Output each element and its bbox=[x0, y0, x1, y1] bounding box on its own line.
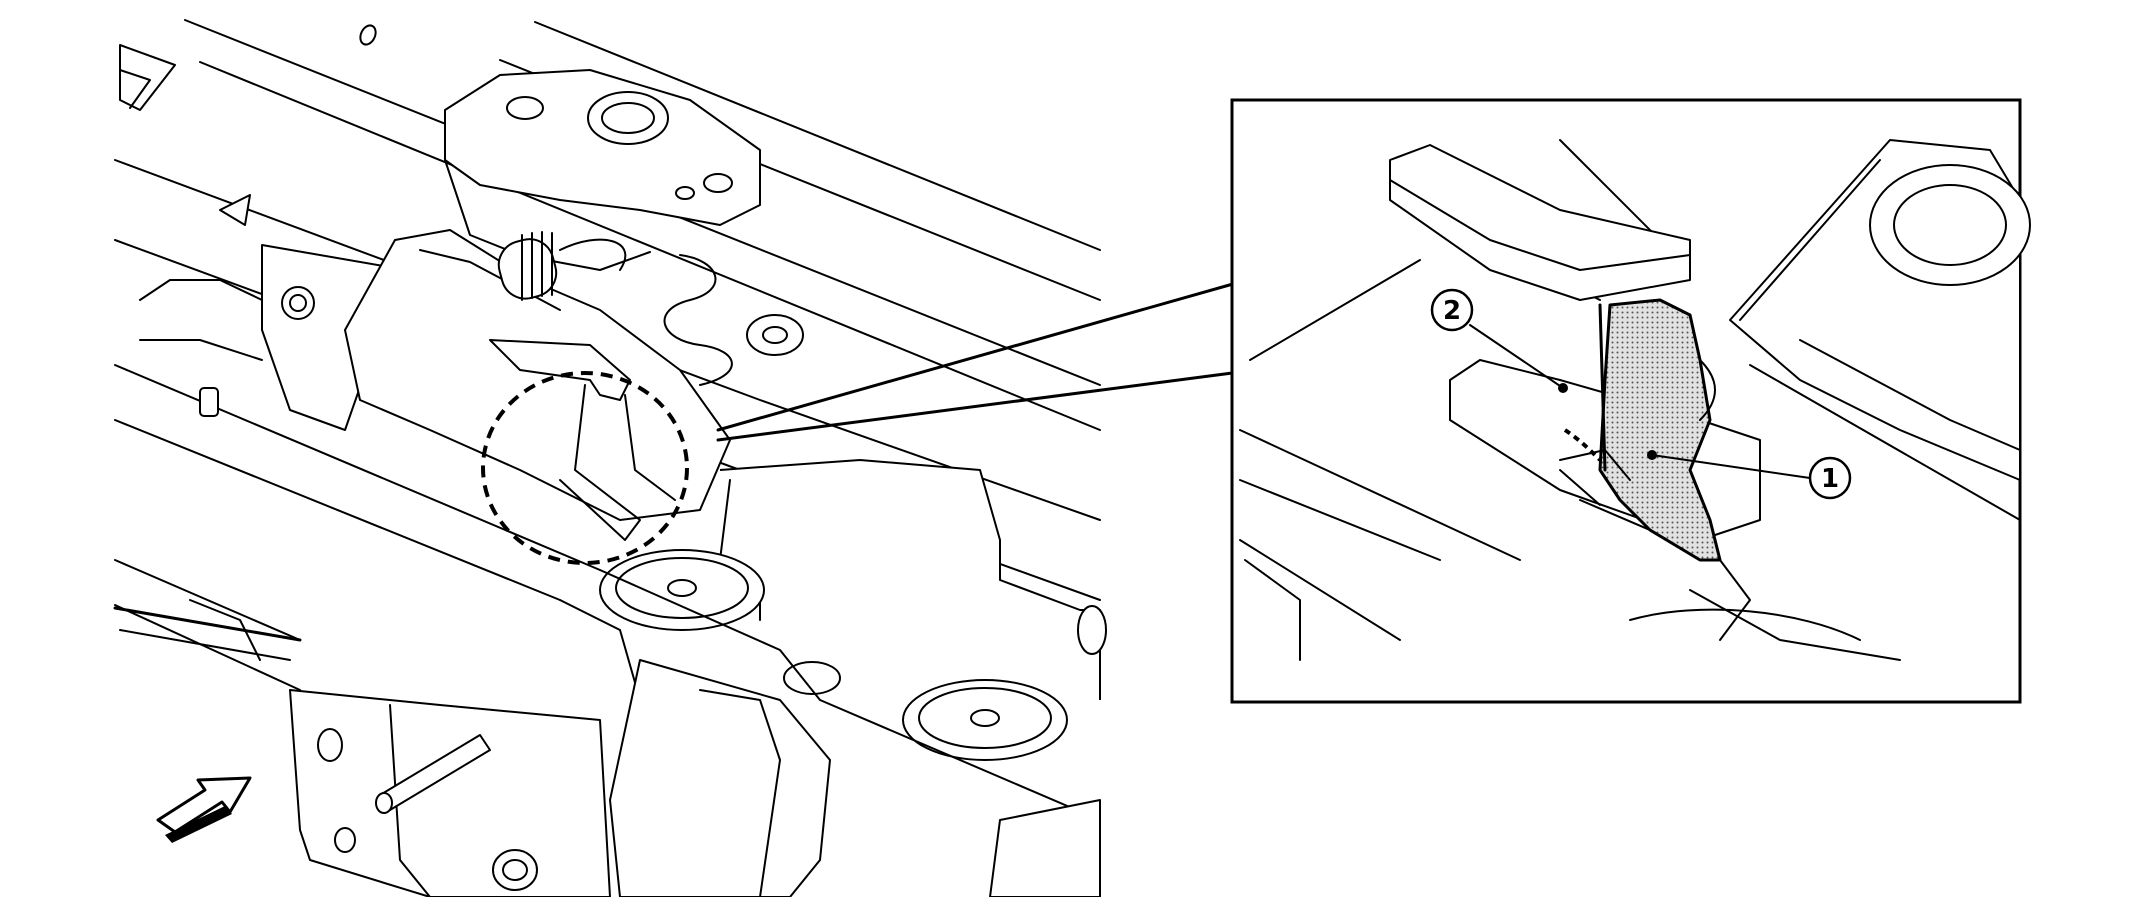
magnifier-circle-icon bbox=[481, 371, 689, 565]
front-direction-arrow-icon bbox=[156, 776, 252, 843]
callout-2-label: 2 bbox=[1443, 296, 1461, 326]
callout-1: 1 bbox=[1647, 450, 1852, 500]
latch-highlight-region bbox=[1598, 298, 1722, 562]
detail-leader-bottom bbox=[716, 370, 1242, 442]
detail-leader-top bbox=[716, 280, 1242, 432]
main-assembly-view bbox=[113, 19, 1107, 897]
detail-view bbox=[1230, 98, 2031, 704]
callout-2: 2 bbox=[1430, 288, 1568, 393]
callout-1-label: 1 bbox=[1821, 464, 1839, 494]
